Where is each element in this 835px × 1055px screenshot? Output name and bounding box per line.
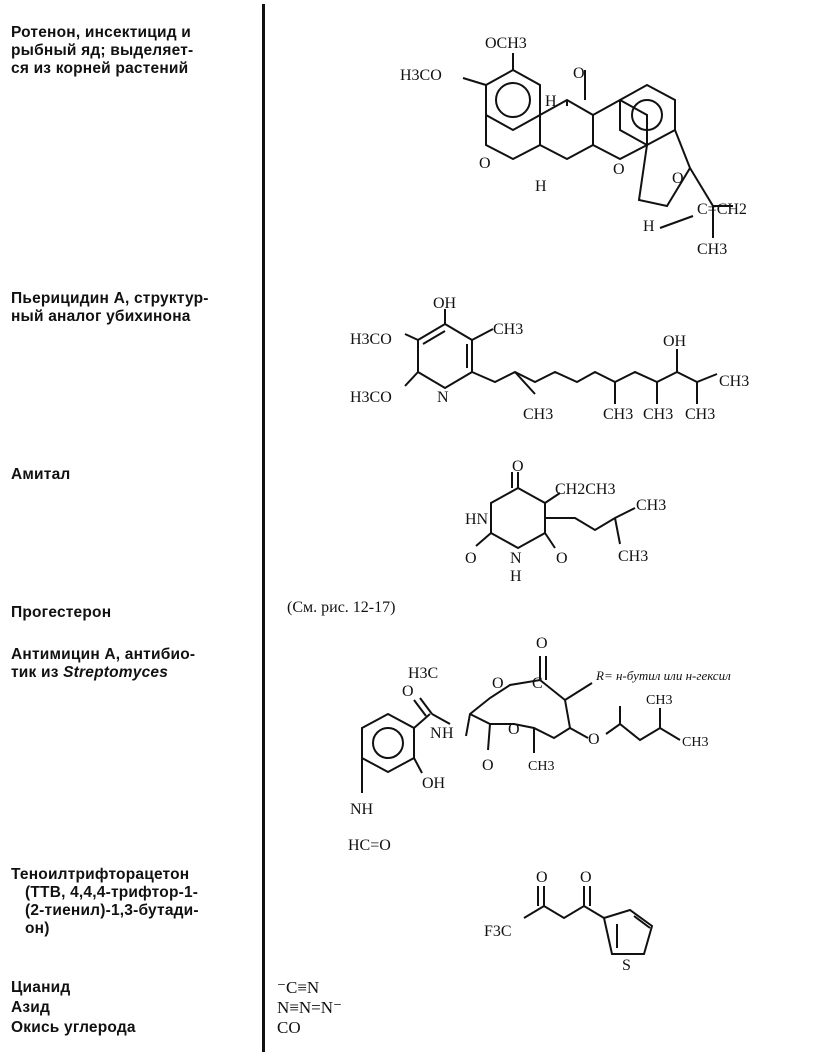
ttb-o1: O (536, 869, 548, 886)
rotenone-ch2: C=CH2 (697, 201, 747, 218)
rotenone-h-bottom: H (535, 178, 547, 195)
rotenone-h-iso: H (643, 218, 655, 235)
cyanide-label: Цианид (11, 979, 71, 996)
amytal-o2: O (465, 550, 477, 567)
piericidin-h3co-2: H3CO (350, 389, 392, 406)
ttb-structure: O O F3C S (484, 869, 654, 974)
amytal-o1: O (512, 458, 524, 475)
amytal-ch3-b: CH3 (618, 548, 648, 565)
antimycin-r-label: R= н-бутил или н-гексил (595, 668, 731, 683)
piericidin-ch3-a: CH3 (523, 406, 553, 423)
small-inhibitors-formulas: ⁻C≡N N≡N=N⁻ CO (277, 978, 342, 1038)
progesterone-label: Прогестерон (11, 604, 112, 621)
cyanide-formula: ⁻C≡N (277, 978, 320, 997)
antimycin-ch3-c: CH3 (682, 735, 708, 750)
antimycin-ch3-a: CH3 (528, 759, 554, 774)
amytal-h: H (510, 568, 522, 585)
piericidin-oh: OH (433, 295, 457, 312)
ttb-label: Теноилтрифторацетон (ТТВ, 4,4,4-трифтор-… (11, 866, 199, 937)
co-label: Окись углерода (11, 1019, 136, 1036)
antimycin-c: C (532, 675, 543, 692)
antimycin-label: Антимицин А, антибио- тик из Streptomyce… (11, 646, 196, 681)
piericidin-ch3-d: CH3 (685, 406, 715, 423)
rotenone-label: Ротенон, инсектицид и рыбный яд; выделяе… (11, 24, 194, 77)
small-inhibitors-labels: Цианид Азид Окись углерода (11, 978, 251, 1038)
azide-label: Азид (11, 999, 51, 1016)
rotenone-ch3: CH3 (697, 241, 727, 258)
antimycin-o-ring: O (492, 675, 504, 692)
azide-formula: N≡N=N⁻ (277, 998, 342, 1017)
rotenone-h3co: H3CO (400, 67, 442, 84)
rotenone-och3: OCH3 (485, 35, 527, 52)
co-formula: CO (277, 1018, 301, 1037)
antimycin-o2: O (482, 757, 494, 774)
piericidin-n: N (437, 389, 449, 406)
antimycin-structure: O H3C O C R= н-бутил или н-гексил O N H … (348, 635, 731, 854)
rotenone-h-top: H (545, 93, 557, 110)
antimycin-o-amide: O (402, 683, 414, 700)
antimycin-o-top: O (536, 635, 548, 652)
antimycin-h3c: H3C (408, 665, 438, 682)
antimycin-ch3-b: CH3 (646, 693, 672, 708)
rotenone-o-furan: O (672, 170, 684, 187)
rotenone-o-keto: O (573, 65, 585, 82)
amytal-label: Амитал (11, 466, 71, 483)
piericidin-ch3-end: CH3 (719, 373, 749, 390)
ttb-f3c: F3C (484, 923, 512, 940)
antimycin-n: N (430, 725, 442, 742)
antimycin-o-ester: O (508, 721, 520, 738)
antimycin-o3: O (588, 731, 600, 748)
progesterone-reference: (См. рис. 12-17) (287, 599, 396, 616)
piericidin-structure: OH CH3 H3CO H3CO N CH3 CH3 CH3 CH3 OH CH… (350, 295, 749, 423)
piericidin-ch3-b: CH3 (603, 406, 633, 423)
amytal-structure: O CH2CH3 HN CH3 CH3 O N H O (465, 458, 666, 585)
amytal-hn: HN (465, 511, 489, 528)
amytal-ch2ch3: CH2CH3 (555, 481, 615, 498)
antimycin-h: H (442, 725, 454, 742)
rotenone-o-ring1: O (479, 155, 491, 172)
ttb-s: S (622, 957, 631, 974)
antimycin-nh2: NH (350, 801, 374, 818)
amytal-nh: N (510, 550, 522, 567)
piericidin-h3co-1: H3CO (350, 331, 392, 348)
amytal-ch3-a: CH3 (636, 497, 666, 514)
amytal-o3: O (556, 550, 568, 567)
rotenone-o-ring2: O (613, 161, 625, 178)
piericidin-oh2: OH (663, 333, 687, 350)
column-divider (262, 4, 265, 1052)
antimycin-hco: HC=O (348, 837, 391, 854)
rotenone-structure: OCH3 H3CO H O H O O O H C=CH2 CH3 (400, 35, 747, 258)
ttb-o2: O (580, 869, 592, 886)
piericidin-ch3-ring: CH3 (493, 321, 523, 338)
piericidin-label: Пьерицидин А, структур- ный аналог убихи… (11, 290, 209, 325)
antimycin-oh: OH (422, 775, 446, 792)
piericidin-ch3-c: CH3 (643, 406, 673, 423)
